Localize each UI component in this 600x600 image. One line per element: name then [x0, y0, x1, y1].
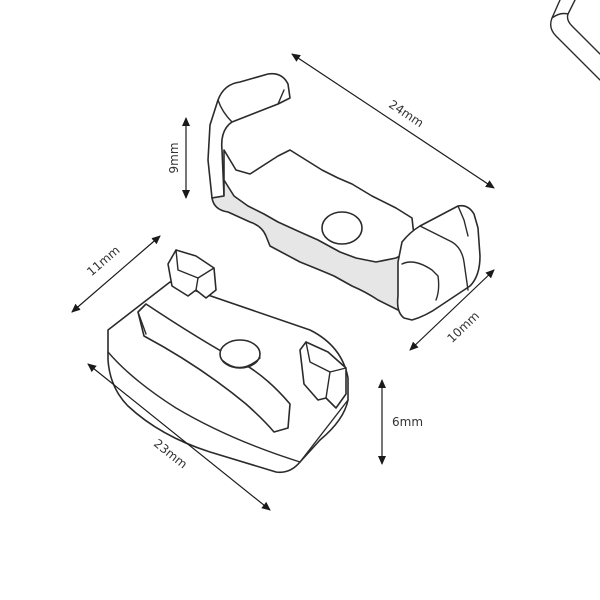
cap-right-tab	[299, 341, 347, 409]
dim-label-cap-height: 6mm	[392, 415, 423, 429]
dim-label-clip-width: 10mm	[444, 309, 482, 346]
clip-screw-hole	[321, 211, 363, 245]
dimension-cap-height: 6mm	[378, 379, 423, 465]
end-cap	[107, 249, 349, 474]
mounting-clip	[207, 72, 481, 321]
dim-label-clip-height: 9mm	[167, 142, 181, 173]
dim-label-clip-length: 24mm	[386, 97, 426, 130]
cropped-part-top-right	[549, 0, 600, 81]
dimension-clip-height: 9mm	[167, 117, 190, 199]
clip-left-wall	[207, 72, 291, 199]
cap-left-tab	[167, 249, 217, 299]
dimension-clip-length: 24mm	[291, 53, 495, 189]
